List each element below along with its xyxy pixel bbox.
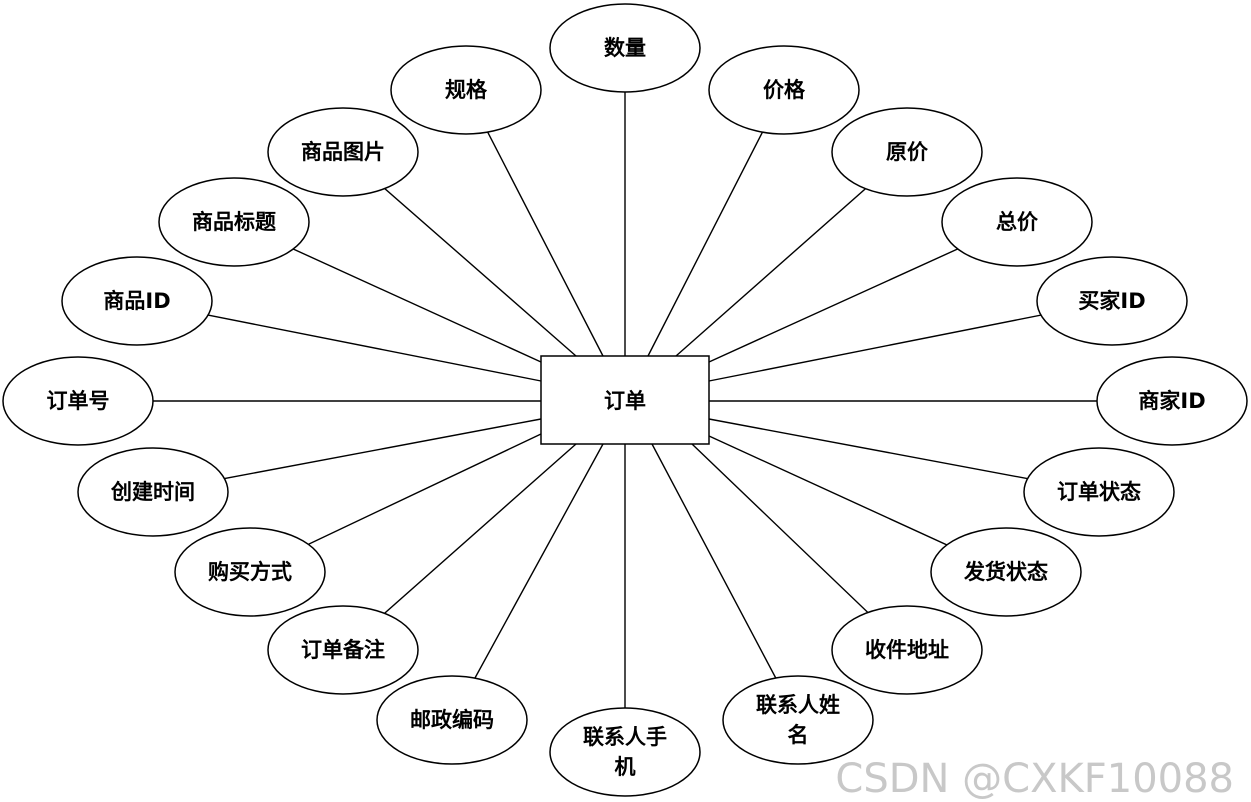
attribute-create-time: 创建时间 bbox=[77, 447, 229, 537]
attribute-label: 价格 bbox=[763, 78, 806, 102]
watermark-text: CSDN @CXKF10088 bbox=[835, 756, 1234, 802]
attribute-ellipse bbox=[1036, 256, 1188, 346]
attribute-ellipse bbox=[61, 256, 213, 346]
attribute-label: 发货状态 bbox=[963, 560, 1048, 584]
connector-spec bbox=[465, 89, 604, 357]
attribute-ellipse bbox=[174, 527, 326, 617]
attribute-ellipse bbox=[158, 177, 310, 267]
entity-box bbox=[540, 355, 710, 445]
connector-lines bbox=[78, 48, 1172, 752]
attribute-purchase-method: 购买方式 bbox=[174, 527, 326, 617]
attribute-label: 买家ID bbox=[1078, 289, 1145, 313]
attribute-ellipse bbox=[941, 177, 1093, 267]
connector-postal-code bbox=[451, 443, 604, 721]
attribute-ellipse bbox=[831, 605, 983, 695]
attribute-total-price: 总价 bbox=[941, 177, 1093, 267]
attribute-label: 订单备注 bbox=[301, 638, 385, 662]
attribute-label: 邮政编码 bbox=[410, 708, 494, 732]
attribute-nodes: 数量价格原价总价买家ID商家ID订单状态发货状态收件地址联系人姓名联系人手机邮政… bbox=[2, 3, 1248, 797]
attribute-label: 购买方式 bbox=[208, 560, 292, 584]
attribute-label: 商品图片 bbox=[301, 140, 385, 164]
attribute-label: 数量 bbox=[604, 36, 646, 60]
attribute-label: 规格 bbox=[445, 78, 488, 102]
attribute-order-number: 订单号 bbox=[2, 356, 154, 446]
attribute-ellipse bbox=[376, 675, 528, 765]
attribute-price: 价格 bbox=[708, 45, 860, 135]
attribute-label: 商品标题 bbox=[192, 210, 277, 234]
attribute-ellipse bbox=[831, 107, 983, 197]
attribute-quantity: 数量 bbox=[549, 3, 701, 93]
attribute-merchant-id: 商家ID bbox=[1096, 356, 1248, 446]
attribute-label: 名 bbox=[788, 723, 809, 747]
attribute-receiving-address: 收件地址 bbox=[831, 605, 983, 695]
attribute-label: 机 bbox=[615, 755, 636, 779]
attribute-order-status: 订单状态 bbox=[1023, 447, 1175, 537]
attribute-ellipse bbox=[267, 605, 419, 695]
attribute-label: 联系人手 bbox=[583, 725, 667, 749]
attribute-product-title: 商品标题 bbox=[158, 177, 310, 267]
attribute-ellipse bbox=[549, 3, 701, 93]
attribute-ellipse bbox=[390, 45, 542, 135]
attribute-shipping-status: 发货状态 bbox=[930, 527, 1082, 617]
attribute-order-remark: 订单备注 bbox=[267, 605, 419, 695]
attribute-label: 订单状态 bbox=[1057, 480, 1141, 504]
entity-label: 订单 bbox=[604, 389, 646, 413]
attribute-ellipse bbox=[2, 356, 154, 446]
connector-price bbox=[647, 89, 785, 357]
attribute-ellipse bbox=[77, 447, 229, 537]
attribute-spec: 规格 bbox=[390, 45, 542, 135]
entity-node: 订单 bbox=[540, 355, 710, 445]
attribute-label: 总价 bbox=[996, 210, 1039, 234]
attribute-label: 原价 bbox=[886, 140, 929, 164]
attribute-ellipse bbox=[722, 675, 874, 765]
attribute-postal-code: 邮政编码 bbox=[376, 675, 528, 765]
attribute-label: 订单号 bbox=[47, 389, 110, 413]
attribute-label: 联系人姓 bbox=[756, 693, 840, 717]
attribute-original-price: 原价 bbox=[831, 107, 983, 197]
attribute-label: 创建时间 bbox=[110, 480, 195, 504]
attribute-ellipse bbox=[549, 707, 701, 797]
attribute-ellipse bbox=[1096, 356, 1248, 446]
attribute-ellipse bbox=[1023, 447, 1175, 537]
connector-contact-name bbox=[651, 443, 799, 721]
attribute-buyer-id: 买家ID bbox=[1036, 256, 1188, 346]
attribute-product-id: 商品ID bbox=[61, 256, 213, 346]
attribute-product-image: 商品图片 bbox=[267, 107, 419, 197]
attribute-ellipse bbox=[930, 527, 1082, 617]
attribute-ellipse bbox=[708, 45, 860, 135]
attribute-label: 商家ID bbox=[1138, 389, 1205, 413]
attribute-label: 收件地址 bbox=[865, 638, 949, 662]
attribute-label: 商品ID bbox=[103, 289, 170, 313]
attribute-ellipse bbox=[267, 107, 419, 197]
